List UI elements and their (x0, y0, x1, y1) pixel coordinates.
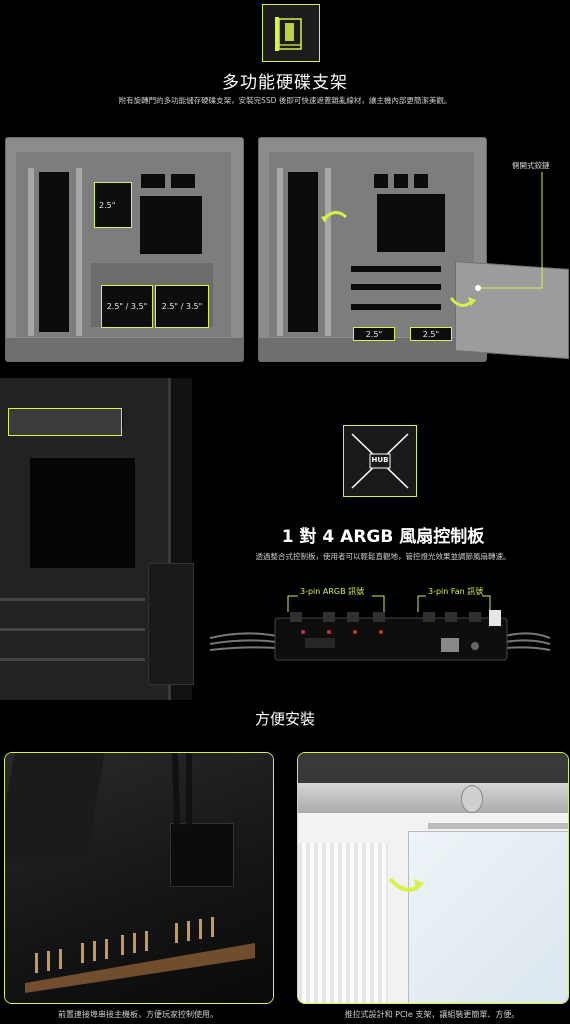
section2-description: 透過整合式控制板，使用者可以輕鬆直觀地，管控燈光效果並調節風扇轉速。 (255, 552, 511, 561)
section1-description: 附有旋轉門的多功能儲存硬碟支架，安裝完SSD 後即可快速遮蓋雜亂線材，讓主機內部… (118, 96, 452, 105)
hinge-callout-label: 側開式鉸鏈 (512, 161, 550, 170)
hub-icon: HUB (343, 425, 417, 497)
argb-controller-board-image (209, 610, 551, 661)
white-case-photo-panel (297, 752, 569, 1004)
fan-signal-label: 3-pin Fan 訊號 (428, 587, 484, 596)
push-pull-arrow-icon (388, 877, 424, 892)
rotate-arrow-icon (320, 205, 350, 227)
bracket-label: 2.5" (353, 327, 395, 341)
section1-title: 多功能硬碟支架 (222, 73, 348, 93)
motherboard-photo-panel (4, 752, 274, 1004)
caption-left: 前置連接埠串接主機板，方便玩家控制使用。 (58, 1010, 218, 1019)
argb-signal-label: 3-pin ARGB 訊號 (300, 587, 365, 596)
signal-brackets (287, 595, 491, 612)
bracket-label: 2.5" (94, 182, 132, 228)
callout-line (475, 172, 543, 291)
bracket-label: 2.5" / 3.5" (155, 285, 209, 328)
hub-icon-text: HUB (371, 456, 389, 464)
case-left-image (5, 137, 244, 362)
hub-board-highlight (8, 408, 122, 436)
case-right-image (258, 137, 487, 362)
section2-title: 1 對 4 ARGB 風扇控制板 (281, 527, 485, 547)
bracket-label: 2.5" (410, 327, 452, 341)
bracket-label: 2.5" / 3.5" (101, 285, 153, 328)
drive-bracket-icon (262, 4, 320, 62)
rotate-arrow-icon (447, 292, 477, 314)
caption-right: 推拉式設計和 PCIe 支架，讓組裝更簡單、方便。 (344, 1010, 520, 1019)
section3-title: 方便安裝 (254, 710, 315, 728)
